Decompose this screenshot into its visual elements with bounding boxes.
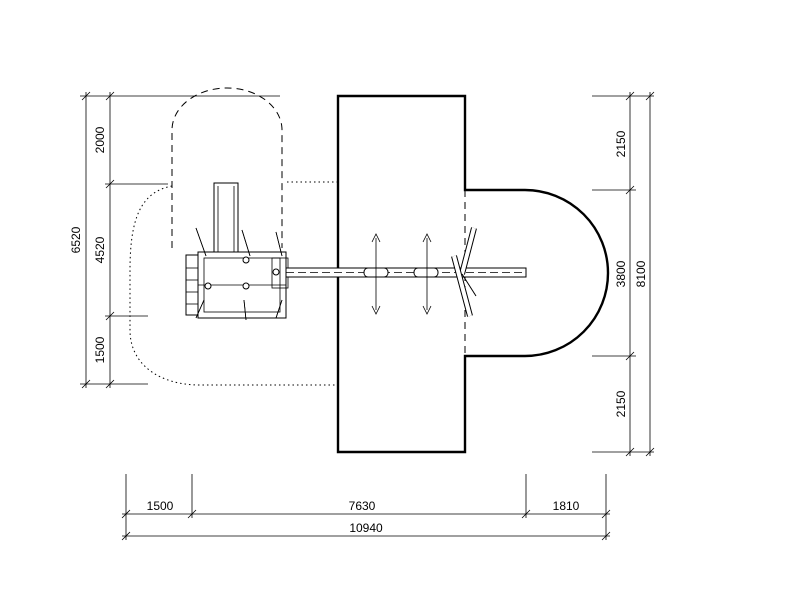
- dim-right-bottom: 2150: [614, 390, 628, 417]
- dim-bottom-middle: 7630: [349, 499, 376, 513]
- dim-bottom-total: 10940: [349, 521, 383, 535]
- ladder: [185, 254, 199, 316]
- dim-bottom-left: 1500: [147, 499, 174, 513]
- dim-right-top: 2150: [614, 130, 628, 157]
- dim-left-bottom: 1500: [93, 336, 107, 363]
- bottom-dimensions: 1500 7630 1810 10940: [121, 474, 611, 541]
- dim-left-middle: 4520: [93, 236, 107, 263]
- slide-safety-zone: [171, 87, 283, 248]
- right-dimensions: 2150 3800 8100 2150: [592, 91, 655, 457]
- play-tower: [185, 182, 289, 321]
- swing-arrow-1: [371, 233, 381, 315]
- dim-right-middle: 3800: [614, 260, 628, 287]
- left-dimensions: 6520 2000 4520 1500: [69, 91, 280, 389]
- dotted-safety-zone: [129, 181, 338, 386]
- swing-beam: [285, 227, 527, 317]
- dim-left-top: 2000: [93, 126, 107, 153]
- dim-right-total: 8100: [634, 260, 648, 287]
- safety-zone-outline: [336, 94, 610, 454]
- swing-seat-2: [413, 267, 439, 278]
- dim-bottom-right: 1810: [553, 499, 580, 513]
- swing-arrow-2: [422, 233, 432, 315]
- dim-left-total: 6520: [69, 226, 83, 253]
